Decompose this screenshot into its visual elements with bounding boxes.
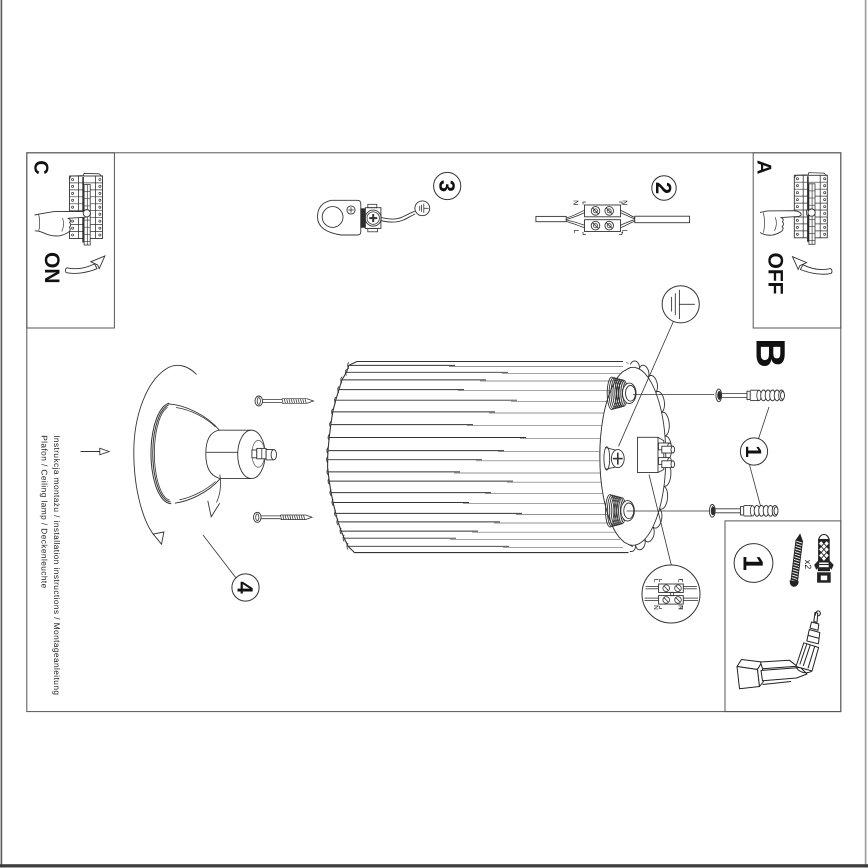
svg-text:L: L xyxy=(652,579,659,583)
svg-text:L: L xyxy=(621,230,628,234)
svg-text:Instrukcja montażu / installat: Instrukcja montażu / installation instru… xyxy=(52,435,62,695)
svg-text:N: N xyxy=(677,605,684,610)
svg-text:x2: x2 xyxy=(803,560,813,570)
svg-text:2: 2 xyxy=(651,182,676,194)
svg-text:B: B xyxy=(747,338,793,368)
svg-text:N: N xyxy=(572,200,579,205)
svg-text:3: 3 xyxy=(434,180,459,192)
svg-text:4: 4 xyxy=(233,581,258,594)
svg-text:L: L xyxy=(677,579,684,583)
svg-text:OFF: OFF xyxy=(763,253,786,295)
svg-text:N: N xyxy=(621,200,628,205)
svg-text:N: N xyxy=(652,605,659,610)
svg-text:1: 1 xyxy=(741,445,766,457)
svg-text:A: A xyxy=(753,160,775,174)
svg-text:C: C xyxy=(30,160,52,174)
svg-text:Plafon / Ceiling lamp / Decken: Plafon / Ceiling lamp / Deckenleuchte xyxy=(40,435,50,588)
svg-text:L: L xyxy=(572,230,579,234)
svg-text:ON: ON xyxy=(40,252,63,284)
svg-text:1: 1 xyxy=(738,555,769,571)
